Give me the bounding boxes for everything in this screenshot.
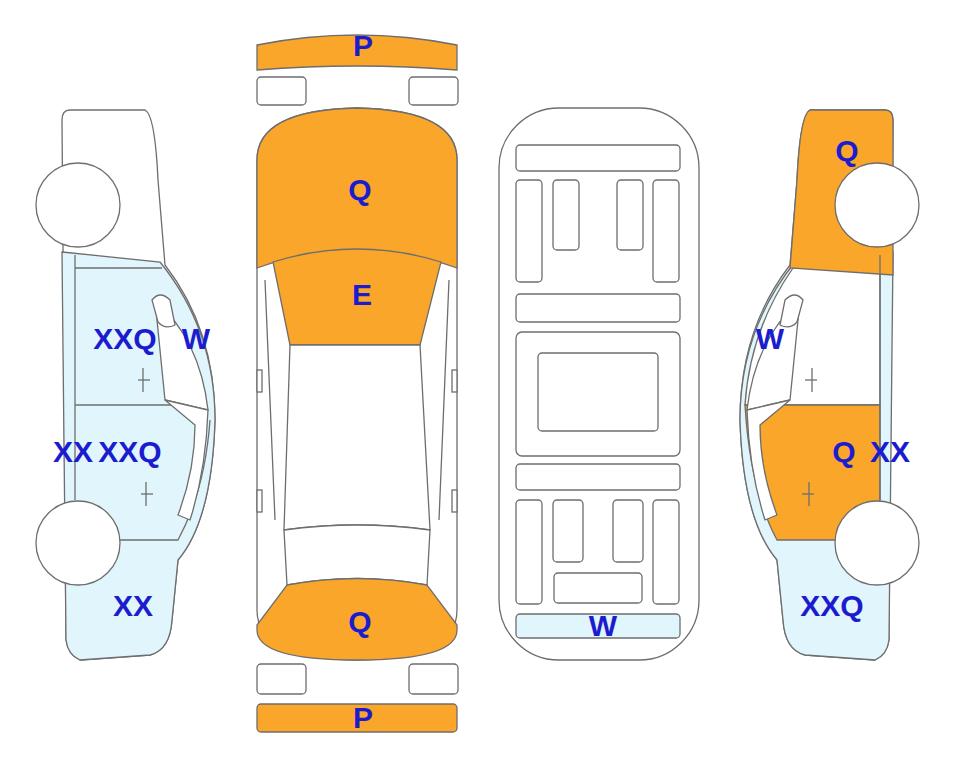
damage-code: P	[353, 703, 373, 733]
damage-code: XXQ	[98, 437, 161, 467]
damage-code: Q	[348, 607, 371, 637]
damage-code: W	[756, 324, 784, 354]
underside-view	[499, 108, 699, 660]
left-side-view	[36, 110, 215, 660]
damage-code: W	[182, 324, 210, 354]
damage-code: Q	[835, 136, 858, 166]
damage-code: Q	[832, 437, 855, 467]
right-side-view	[740, 110, 919, 660]
damage-code: XXQ	[800, 591, 863, 621]
damage-code: XX	[113, 591, 153, 621]
damage-code: XX	[53, 437, 93, 467]
damage-code: W	[589, 611, 617, 641]
damage-code: XXQ	[93, 324, 156, 354]
damage-code: XX	[870, 437, 910, 467]
damage-code: Q	[348, 175, 371, 205]
damage-code: P	[353, 31, 373, 61]
damage-code: E	[352, 280, 372, 310]
top-view	[257, 35, 458, 732]
